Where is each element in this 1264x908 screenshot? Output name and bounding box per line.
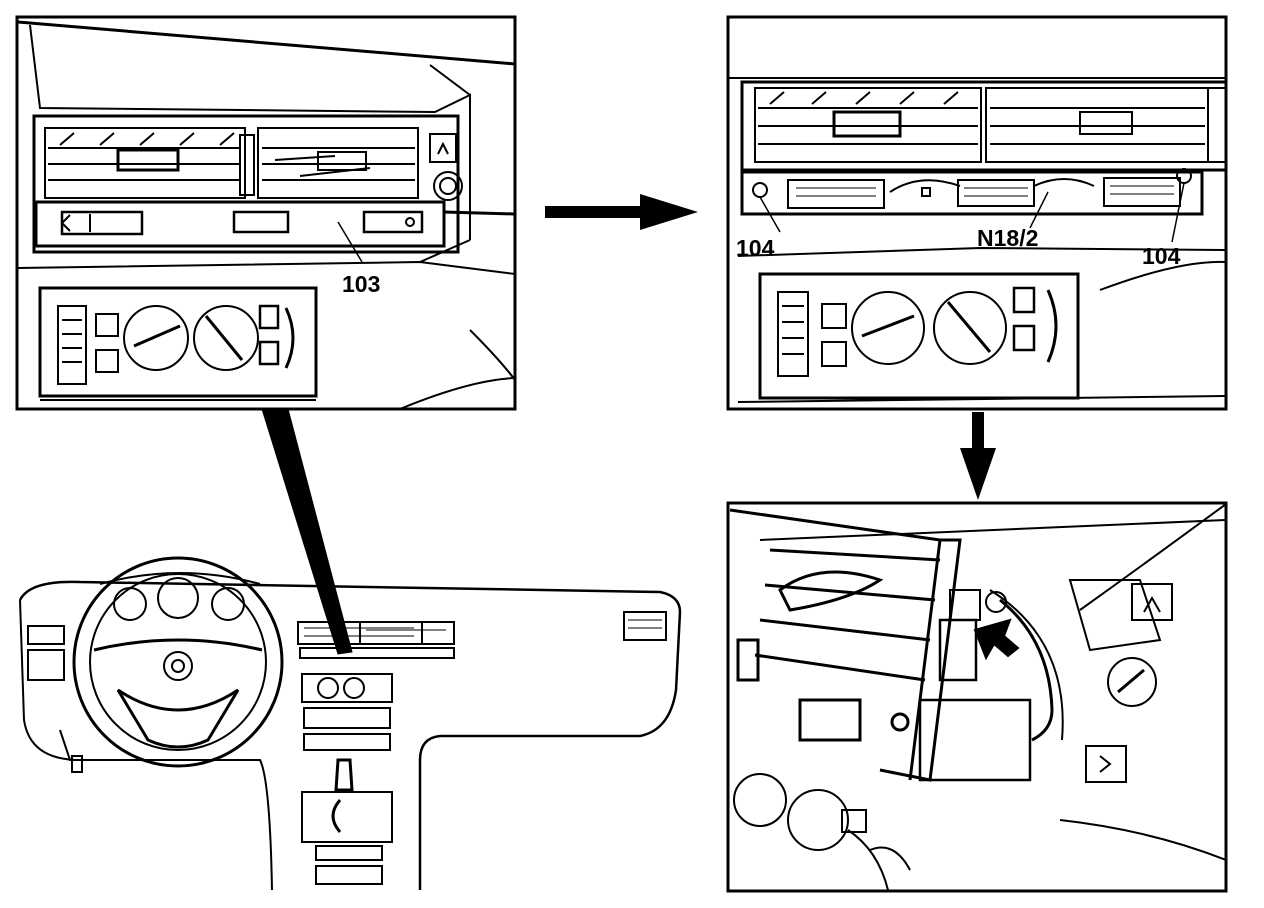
center-vents — [297, 621, 455, 659]
dashboard-overview — [18, 556, 682, 891]
right-air-vent — [257, 127, 419, 199]
left-air-vent — [44, 127, 255, 199]
sensor-connector — [918, 589, 1032, 782]
panel-screws-sensor-detail: 104 N18/2 104 — [726, 15, 1228, 411]
panel-vent-trim-detail: 103 — [15, 15, 517, 411]
steering-wheel — [72, 556, 284, 768]
center-console — [301, 673, 393, 885]
label-104-left: 104 — [736, 235, 775, 261]
climate-control-panel — [38, 286, 318, 401]
label-104-right: 104 — [1142, 243, 1181, 269]
vent-unit-pulled-out — [729, 508, 962, 782]
trim-panel-103 — [34, 200, 446, 248]
climate-control-panel-2 — [737, 272, 1225, 403]
panel-sensor-unplug-detail — [726, 501, 1228, 893]
instrument-cluster — [99, 572, 261, 621]
arrow-right-icon — [545, 194, 698, 230]
zoom-pointer — [261, 408, 353, 655]
label-103: 103 — [342, 271, 380, 297]
label-n18-2: N18/2 — [977, 225, 1038, 251]
pull-arrow-icon — [973, 618, 1020, 661]
center-air-vents — [754, 87, 1225, 163]
arrow-down-icon — [960, 412, 996, 500]
